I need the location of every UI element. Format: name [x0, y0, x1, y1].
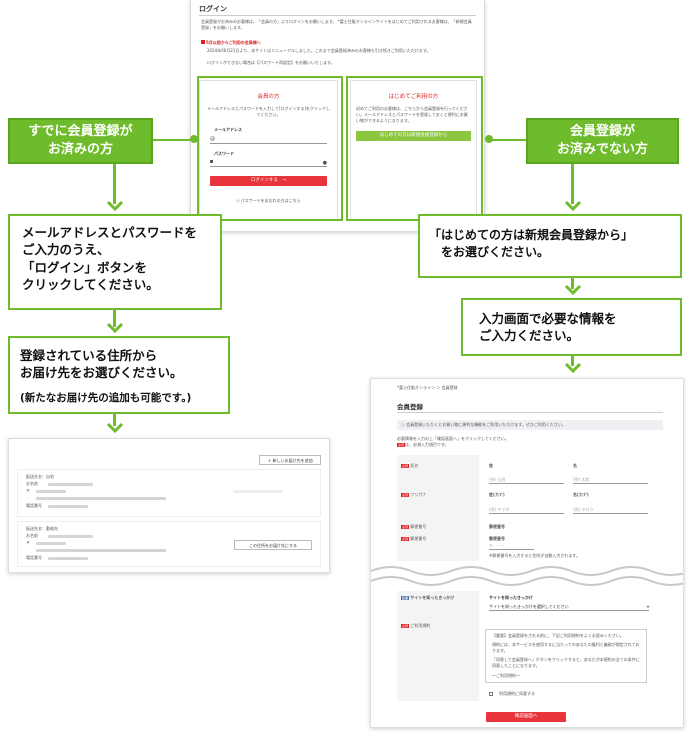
step-enter-info: 入力画面で必要な情報を ご入力ください。 — [461, 298, 682, 356]
kana-label: 必須 フリガナ — [401, 492, 427, 498]
new-member-heading: 会員登録が お済みでない方 — [526, 118, 679, 164]
required-note: 必須は、必須入力項目です。 — [397, 442, 449, 448]
new-panel-title: はじめてご利用の方 — [388, 94, 439, 100]
email-label: メールアドレス — [214, 127, 242, 132]
member-panel-title: 会員の方 — [257, 94, 280, 100]
forgot-password-link[interactable]: ◇ パスワードをお忘れの方はこちら — [236, 198, 301, 203]
email-field[interactable]: @ — [210, 136, 327, 144]
chevron-down-icon — [106, 322, 124, 334]
chevron-down-icon — [564, 362, 582, 374]
password-field[interactable]: ● — [210, 159, 327, 167]
password-label: パスワード — [214, 151, 234, 156]
address-screenshot: ＋ 新しいお届け先を追加 配送先名：自宅 お名前 〒 電話番号 配送先名：勤務先… — [8, 438, 330, 573]
zip-label: 必須 郵便番号 — [401, 524, 427, 530]
new-member-panel: はじめてご利用の方 初めてご利用のお客様は、こちらから会員登録を行ってください。… — [350, 80, 477, 220]
info-icon: ⓘ — [401, 422, 407, 427]
eye-icon[interactable]: ● — [322, 160, 327, 166]
chevron-down-icon — [106, 422, 124, 434]
new-panel-highlight — [346, 76, 483, 221]
login-button[interactable]: ログインする → — [210, 176, 327, 186]
postal-code-input[interactable]: 〒 － — [489, 543, 534, 550]
instruction: 必要情報を入力の上「確認画面へ」をクリックしてください。 — [397, 436, 509, 441]
step-select-address: 登録されている住所から お届け先をお選びください。 (新たなお届け先の追加も可能… — [8, 336, 230, 414]
register-screenshot: *富士住販オンライン ＞ 会員登録 会員登録 ⓘ 会員登録いただくとお買い物に便… — [370, 378, 684, 728]
content-break-wave — [371, 561, 683, 591]
step-login-instruction: メールアドレスとパスワードを ご入力のうえ、 「ログイン」ボタンを クリックして… — [8, 214, 222, 310]
connector-dot-left — [190, 135, 198, 143]
step-choose-register: 「はじめての方は新規会員登録から」 をお選びください。 — [418, 214, 682, 278]
address-card: 配送先名：自宅 お名前 〒 電話番号 — [17, 469, 321, 517]
first-name-input[interactable]: (例) 太郎 — [573, 477, 648, 484]
register-button[interactable]: はじめての方は新規会員登録から — [356, 131, 471, 141]
terms-label: 必須 ご利用規約 — [401, 623, 431, 629]
confirm-button[interactable]: 確認画面へ — [486, 712, 566, 722]
first-name-kana-input[interactable]: (例) タロウ — [573, 507, 648, 514]
member-panel-desc: メールアドレスとパスワードを入力して[ログインする]をクリックしてください。 — [207, 106, 330, 117]
key-icon: ◇ — [236, 198, 241, 203]
source-label: 任意 サイトを知ったきっかけ — [401, 595, 455, 601]
connector-dot-right — [485, 135, 493, 143]
last-name-kana-input[interactable]: (例) ヤマダ — [489, 507, 564, 514]
add-address-button[interactable]: ＋ 新しいお届け先を追加 — [259, 455, 321, 465]
login-intro: 会員登録がお済みのお客様は、「会員の方」よりログインをお願いします。 *富士住販… — [201, 19, 472, 30]
login-screenshot: ログイン 会員登録がお済みのお客様は、「会員の方」よりログインをお願いします。 … — [190, 0, 485, 232]
chevron-down-icon — [564, 200, 582, 212]
notice-line1: 2024年06月21日より、本サイトはリニューアルしました。これまで会員登録済み… — [207, 48, 431, 53]
existing-member-heading: すでに会員登録が お済みの方 — [8, 118, 153, 164]
notice-line2: ログインができない場合は【パスワード再設定】をお願いいたします。 — [207, 60, 335, 65]
login-title: ログイン — [199, 5, 227, 13]
agree-checkbox[interactable]: 利用規約に同意する — [489, 691, 535, 697]
source-select[interactable]: サイトを知ったきっかけを選択してください ▾ — [489, 604, 649, 611]
plus-icon: ＋ — [267, 458, 273, 463]
address-card: 配送先名：勤務先 お名前 〒 電話番号 この住所をお届け先にする — [17, 521, 321, 567]
name-label: 必須 氏名 — [401, 463, 419, 469]
notice-title: 5月以前からご利用の会員様へ — [201, 40, 261, 46]
address-label: 必須 郵便番号 — [401, 536, 427, 542]
member-panel-highlight — [197, 76, 343, 221]
new-panel-desc: 初めてご利用のお客様は、こちらから会員登録を行ってください。メールアドレスとパス… — [356, 106, 468, 123]
terms-textarea[interactable]: 【重要】会員登録をされる前に、下記ご利用規約をよくお読みください。 規約には、本… — [485, 629, 647, 683]
chevron-down-icon: ▾ — [646, 604, 649, 609]
checkbox-icon — [489, 692, 493, 696]
info-bar: ⓘ 会員登録いただくとお買い物に便利な機能をご利用いただけます。ぜひご利用くださ… — [397, 420, 663, 430]
select-address-button[interactable]: この住所をお届け先にする — [234, 540, 312, 550]
register-title: 会員登録 — [397, 403, 423, 411]
last-name-input[interactable]: (例) 山田 — [489, 477, 564, 484]
lock-icon — [210, 160, 213, 163]
member-panel: 会員の方 メールアドレスとパスワードを入力して[ログインする]をクリックしてくだ… — [199, 80, 338, 220]
chevron-down-icon — [564, 284, 582, 296]
chevron-down-icon — [106, 200, 124, 212]
breadcrumb: *富士住販オンライン ＞ 会員登録 — [397, 385, 458, 390]
